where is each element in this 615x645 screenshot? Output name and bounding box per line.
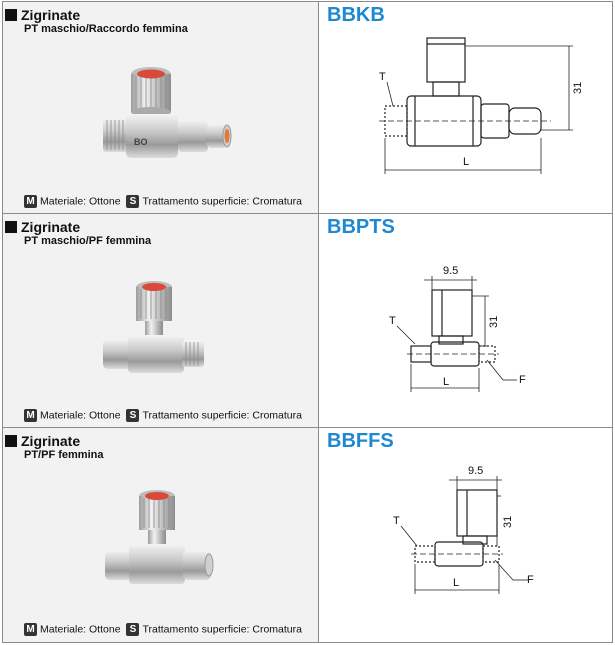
dim-height-label: 31 bbox=[502, 516, 514, 528]
surface-text: Trattamento superficie: Cromatura bbox=[142, 195, 302, 208]
product-row-bbpts: Zigrinate PT maschio/PF femmina bbox=[3, 214, 612, 428]
dim-width-label: 9.5 bbox=[468, 465, 483, 477]
product-title: Zigrinate bbox=[21, 219, 81, 235]
product-code: BBPTS bbox=[327, 216, 395, 238]
product-info-panel: Zigrinate PT maschio/Raccordo femmina bbox=[3, 2, 319, 213]
product-info-panel: Zigrinate PT maschio/PF femmina bbox=[3, 214, 319, 427]
valve-photo bbox=[105, 490, 214, 584]
surface-text: Trattamento superficie: Cromatura bbox=[142, 409, 302, 422]
dim-width-label: 9.5 bbox=[443, 265, 458, 277]
product-heading: Zigrinate PT maschio/Raccordo femmina bbox=[5, 7, 188, 35]
product-code: BBFFS bbox=[327, 430, 394, 452]
photo-marking: BO bbox=[134, 137, 148, 147]
technical-drawing: 9.5 31 T L F bbox=[389, 265, 526, 392]
product-subtitle: PT maschio/Raccordo femmina bbox=[24, 23, 188, 35]
bullet-square-icon bbox=[5, 221, 17, 233]
dim-f-label: F bbox=[527, 574, 534, 586]
bullet-square-icon bbox=[5, 9, 17, 21]
product-heading: Zigrinate PT/PF femmina bbox=[5, 433, 104, 461]
material-badge: M bbox=[24, 195, 37, 208]
product-title: Zigrinate bbox=[21, 433, 81, 449]
product-drawing-panel: BBKB bbox=[319, 2, 612, 213]
material-text: Materiale: Ottone bbox=[40, 623, 121, 636]
product-drawing-panel: BBFFS bbox=[319, 428, 612, 642]
product-subtitle: PT/PF femmina bbox=[24, 449, 104, 461]
bullet-square-icon bbox=[5, 435, 17, 447]
surface-badge: S bbox=[126, 195, 140, 208]
product-subtitle: PT maschio/PF femmina bbox=[24, 235, 152, 247]
dim-f-label: F bbox=[519, 374, 526, 386]
dim-t-label: T bbox=[389, 315, 396, 327]
dim-height-label: 31 bbox=[488, 316, 500, 328]
dim-t-label: T bbox=[393, 515, 400, 527]
product-row-bbkb: Zigrinate PT maschio/Raccordo femmina bbox=[3, 2, 612, 214]
surface-badge: S bbox=[126, 409, 140, 422]
product-heading: Zigrinate PT maschio/PF femmina bbox=[5, 219, 152, 247]
dim-l-label: L bbox=[443, 376, 449, 388]
technical-drawing: 9.5 31 T L F bbox=[393, 465, 534, 594]
material-text: Materiale: Ottone bbox=[40, 409, 121, 422]
product-code: BBKB bbox=[327, 4, 385, 26]
material-badge: M bbox=[24, 623, 37, 636]
material-badge: M bbox=[24, 409, 37, 422]
dim-t-label: T bbox=[379, 71, 386, 83]
product-title: Zigrinate bbox=[21, 7, 81, 23]
surface-text: Trattamento superficie: Cromatura bbox=[142, 623, 302, 636]
material-text: Materiale: Ottone bbox=[40, 195, 121, 208]
valve-photo bbox=[103, 281, 204, 373]
product-drawing-panel: BBPTS bbox=[319, 214, 612, 427]
dim-height-label: 31 bbox=[572, 82, 584, 94]
dim-l-label: L bbox=[463, 156, 469, 168]
valve-photo: BO bbox=[103, 67, 232, 158]
technical-drawing: T 31 L bbox=[379, 37, 584, 174]
surface-badge: S bbox=[126, 623, 140, 636]
dim-l-label: L bbox=[453, 577, 459, 589]
